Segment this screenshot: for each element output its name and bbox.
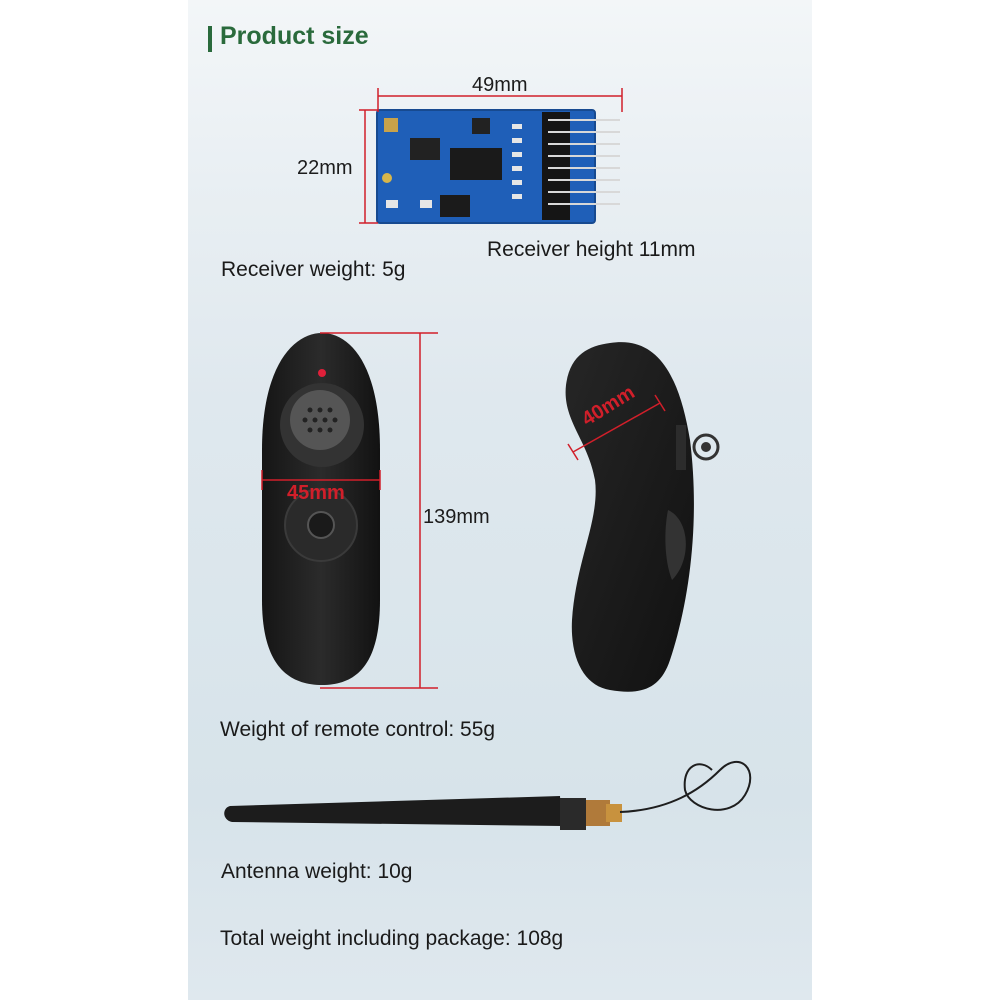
receiver-weight-label: Receiver weight: 5g — [221, 258, 406, 281]
remote-side-image — [565, 342, 720, 692]
receiver-board-image — [376, 109, 620, 224]
package-weight-label: Total weight including package: 108g — [220, 927, 564, 950]
remote-width-label: 45mm — [287, 482, 345, 504]
antenna-weight-label: Antenna weight: 10g — [221, 860, 413, 883]
antenna-image — [224, 760, 752, 830]
receiver-width-label: 49mm — [472, 74, 528, 96]
page-title: Product size — [220, 22, 369, 50]
receiver-height-label: 22mm — [297, 157, 353, 179]
remote-side-dimension-line — [567, 394, 666, 461]
receiver-dimension-lines — [359, 88, 623, 224]
remote-length-label: 139mm — [423, 506, 490, 528]
remote-dimension-lines — [261, 332, 438, 689]
title-accent-bar — [208, 26, 212, 52]
remote-front-image — [262, 333, 380, 685]
receiver-thickness-label: Receiver height 11mm — [487, 238, 696, 261]
remote-weight-label: Weight of remote control: 55g — [220, 718, 496, 741]
